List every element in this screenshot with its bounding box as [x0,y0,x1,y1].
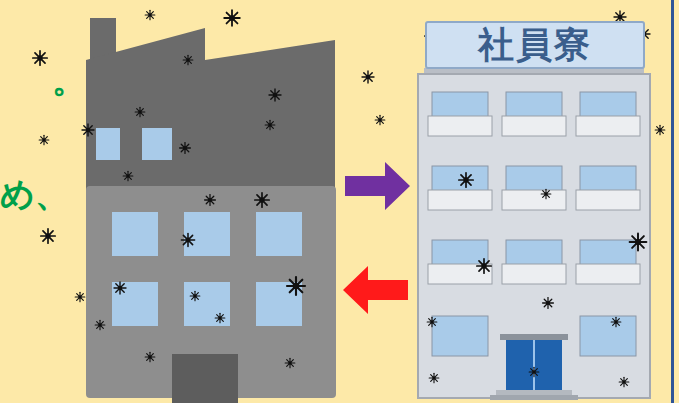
arrow-left [343,266,408,314]
dormitory-sign: 社員寮 [425,21,645,69]
virus-particles [33,10,665,387]
arrow-right [345,162,410,210]
caption-fragment: め、 [0,176,69,213]
caption-fragment: 。 [52,62,86,99]
factory [86,18,335,190]
office-building [86,186,336,403]
frame-border [671,0,674,403]
dormitory-building [418,68,650,400]
sign-text: 社員寮 [478,21,592,70]
